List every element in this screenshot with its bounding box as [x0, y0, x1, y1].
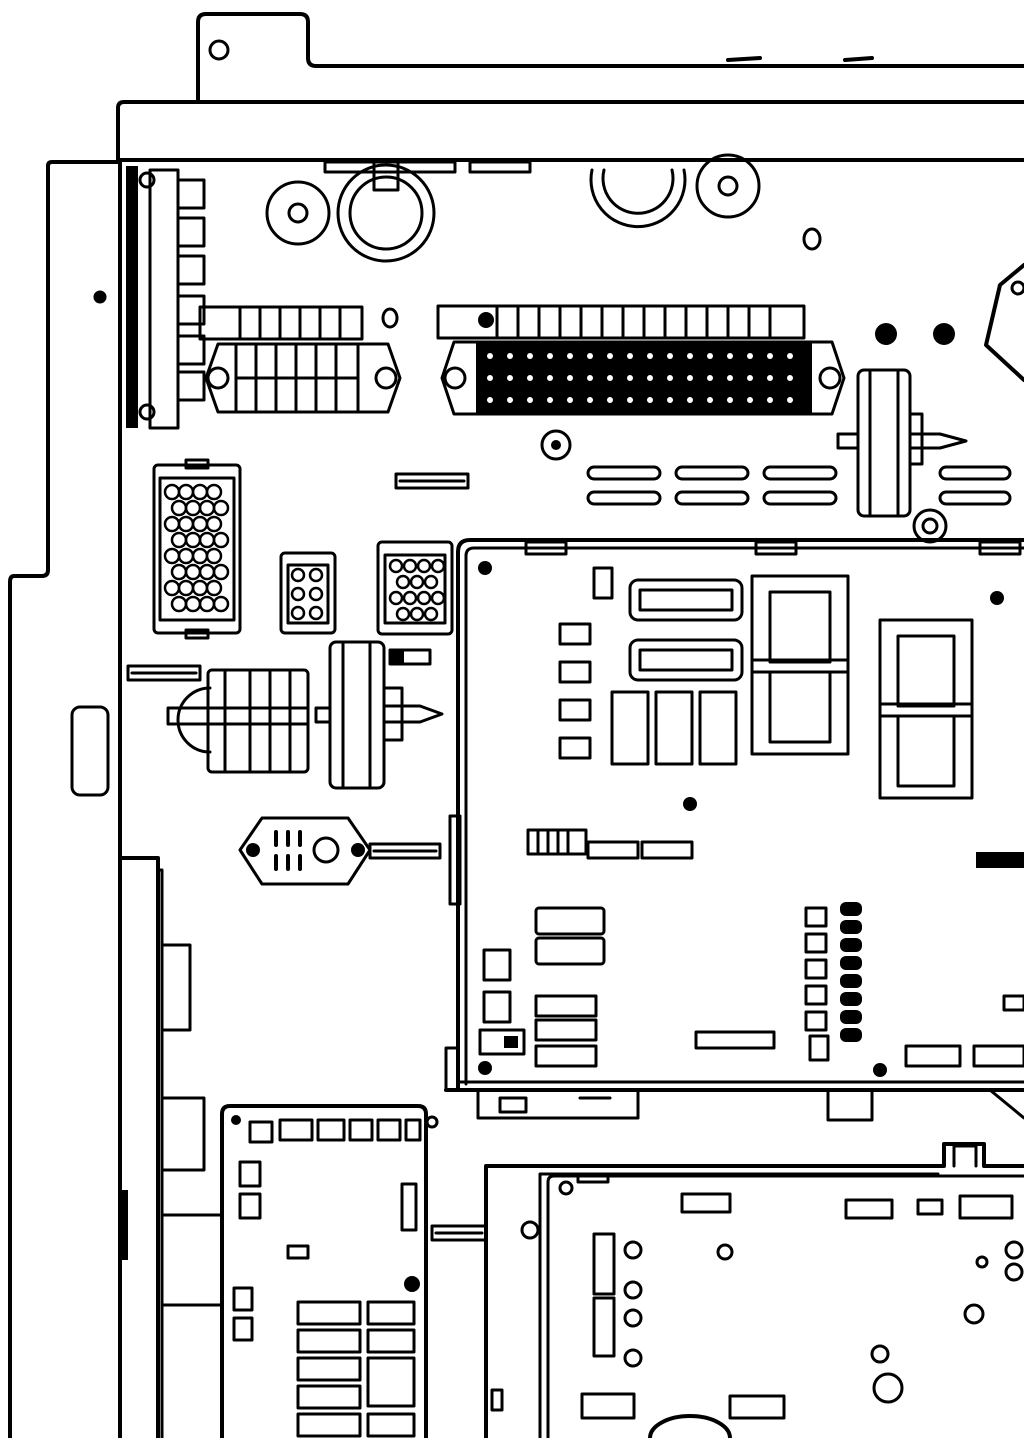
cable-grommet [267, 160, 434, 261]
cable-grommet [591, 155, 759, 227]
din-strip [126, 166, 204, 428]
relay [168, 670, 308, 772]
ic-socket [752, 576, 848, 754]
multi-pin-connector [154, 460, 240, 638]
multi-pin-connector [378, 542, 452, 634]
left-side-panel [10, 162, 222, 1438]
io-board [222, 1106, 486, 1438]
power-board [486, 1144, 1024, 1438]
angled-bracket [986, 265, 1024, 380]
panel-hole [95, 292, 105, 302]
top-rail [118, 102, 1024, 160]
mounting-clip [128, 666, 200, 680]
terminal-block-connector [438, 306, 844, 414]
terminal-block-connector [200, 307, 400, 412]
hole [383, 309, 397, 327]
relay [316, 642, 442, 788]
multi-pin-connector [281, 553, 335, 633]
mounting-hole [210, 41, 228, 59]
hole [804, 229, 820, 249]
main-control-board [446, 540, 1024, 1120]
mounting-plate [240, 818, 440, 884]
ic-socket [880, 620, 972, 798]
vent-slots [588, 467, 1010, 504]
mounting-clip [396, 474, 468, 488]
panel-slot [72, 707, 108, 795]
mounting-bracket [198, 14, 1024, 100]
relay [838, 370, 966, 542]
